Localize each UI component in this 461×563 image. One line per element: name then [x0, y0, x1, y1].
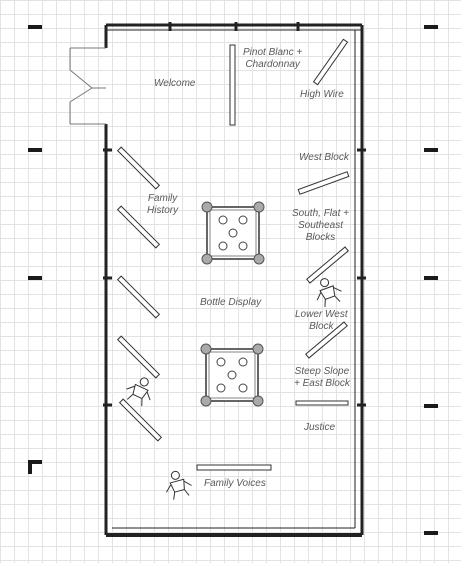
person-icon: [166, 470, 192, 500]
panel-west-wall-4: [116, 335, 161, 379]
label-lower-west-block: Lower West Block: [295, 309, 348, 333]
label-family-voices: Family Voices: [204, 478, 266, 489]
panel-west-wall-5: [118, 398, 163, 442]
bottle-display-table-lower: [200, 343, 264, 407]
display-post: [201, 253, 213, 265]
column-marker: [28, 276, 42, 280]
label-line: Pinot Blanc +: [243, 47, 303, 58]
panel-family-voices: [196, 464, 272, 471]
column-marker: [424, 404, 438, 408]
panel-west-wall-3: [116, 275, 161, 319]
entrance-doors: [69, 47, 106, 125]
column-markers: [28, 25, 438, 535]
label-family-history: Family History: [147, 193, 178, 217]
walls: [103, 22, 366, 537]
label-line: History: [147, 205, 179, 216]
bottle-icon: [216, 383, 226, 393]
display-table-edge: [208, 351, 256, 399]
label-south-flat-southeast: South, Flat + Southeast Blocks: [292, 208, 349, 244]
column-marker: [28, 148, 42, 152]
bottle-icon: [238, 241, 248, 251]
bottle-icon: [218, 215, 228, 225]
column-marker: [424, 148, 438, 152]
panel-high-wire: [312, 38, 349, 86]
label-line: Lower West: [295, 309, 348, 320]
label-line: Southeast: [297, 220, 344, 231]
bottle-icon: [216, 357, 226, 367]
label-line: Chardonnay: [245, 59, 300, 70]
bottle-icon: [228, 228, 238, 238]
label-line: + East Block: [294, 378, 350, 389]
bottle-icon: [238, 215, 248, 225]
column-marker: [424, 25, 438, 29]
label-justice: Justice: [304, 422, 336, 433]
bottle-icon: [218, 241, 228, 251]
display-post: [252, 343, 264, 355]
column-marker: [424, 531, 438, 535]
column-marker: [424, 276, 438, 280]
panel-lower-west: [305, 321, 348, 359]
bottle-display-table-upper: [201, 201, 265, 265]
display-post: [201, 201, 213, 213]
display-panels: [116, 38, 350, 471]
label-line: Family: [147, 193, 178, 204]
label-line: Steep Slope: [294, 366, 350, 377]
label-bottle-display: Bottle Display: [200, 297, 262, 308]
panel-west-block: [297, 171, 350, 195]
panel-pinot-blanc: [229, 44, 236, 126]
panel-family-history-2: [116, 205, 161, 249]
corner-marker: [28, 460, 42, 474]
panel-justice: [295, 400, 349, 406]
bottle-icon: [227, 370, 237, 380]
panel-south-flat: [306, 246, 349, 284]
person-icon: [316, 278, 342, 307]
display-table-edge: [209, 209, 257, 257]
door-swing: [69, 69, 106, 89]
display-post: [200, 343, 212, 355]
person-icon: [126, 377, 151, 407]
display-post: [200, 395, 212, 407]
label-steep-slope: Steep Slope + East Block: [294, 366, 350, 390]
door-swing: [69, 87, 93, 103]
label-line: South, Flat +: [292, 208, 349, 219]
display-post: [253, 253, 265, 265]
bottle-icon: [238, 357, 248, 367]
display-post: [252, 395, 264, 407]
label-line: Block: [309, 321, 334, 332]
column-marker: [28, 25, 42, 29]
label-welcome: Welcome: [154, 78, 196, 89]
panel-family-history-1: [116, 146, 161, 190]
label-high-wire: High Wire: [300, 89, 344, 100]
display-post: [253, 201, 265, 213]
label-line: Blocks: [305, 232, 336, 243]
label-pinot-blanc: Pinot Blanc + Chardonnay: [243, 47, 302, 71]
label-west-block: West Block: [299, 152, 349, 163]
bottle-icon: [238, 383, 248, 393]
